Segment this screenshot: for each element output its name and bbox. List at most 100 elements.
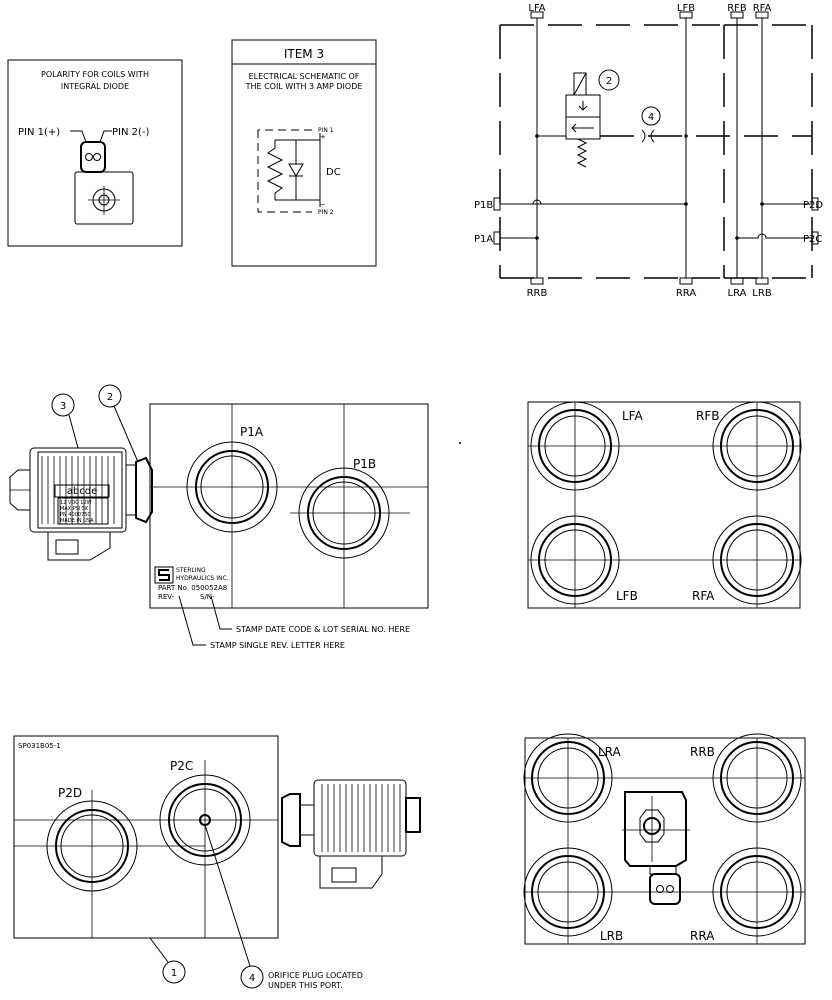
balloon-2-schematic <box>598 69 620 91</box>
balloon-3-front <box>51 393 75 417</box>
label-rrb: RRB <box>690 745 715 759</box>
balloon-4-schematic <box>641 106 661 126</box>
pin1-sign: + <box>320 133 326 141</box>
port-p2c-circle <box>159 774 251 866</box>
orifice-icon <box>641 129 655 143</box>
port-rrb-bottom: RRB <box>527 288 548 299</box>
port-lfb-top: LFB <box>677 3 695 14</box>
port-lra-bottom: LRA <box>728 288 747 299</box>
dc-label: DC <box>326 167 341 178</box>
connector-icon <box>70 130 134 225</box>
label-lfb: LFB <box>616 589 638 603</box>
polarity-title-line2: INTEGRAL DIODE <box>61 82 129 91</box>
top-view: LFA RFB LFB RFA <box>527 401 802 609</box>
drawing-number: SP031B05-1 <box>18 742 61 750</box>
svg-text:MADE IN USA: MADE IN USA <box>60 518 94 524</box>
port-lfb-circle <box>530 515 620 605</box>
item3-desc-line1: ELECTRICAL SCHEMATIC OF <box>249 72 360 81</box>
svg-text:2: 2 <box>107 392 113 403</box>
balloon-2-front <box>98 384 122 408</box>
port-lfa-top: LFA <box>528 3 545 14</box>
port-lrb-bottom: LRB <box>752 288 772 299</box>
top-block-outline <box>527 401 801 609</box>
svg-text:12 VDC 12W: 12 VDC 12W <box>60 500 92 506</box>
rear-view: SP031B05-1 P2D P2C <box>13 735 421 990</box>
bottom-view: LRA RRB LRB RRA <box>523 733 806 945</box>
port-p1b-circle <box>298 467 390 559</box>
pin2-label: PIN 2(-) <box>112 127 150 138</box>
coil-connector-rear-icon <box>319 855 383 889</box>
svg-text:STERLING: STERLING <box>176 567 206 574</box>
solenoid-coil-rear <box>281 779 421 889</box>
polarity-box-border <box>7 59 183 247</box>
label-p1b: P1B <box>353 457 376 471</box>
port-p1b-side: P1B <box>474 200 493 211</box>
item3-schematic: ITEM 3 ELECTRICAL SCHEMATIC OF THE COIL … <box>231 39 377 267</box>
note-stamp-date: STAMP DATE CODE & LOT SERIAL NO. HERE <box>236 625 410 634</box>
svg-text:PN 4000750: PN 4000750 <box>60 512 91 518</box>
svg-text:MAX PSI 5K: MAX PSI 5K <box>60 506 89 512</box>
port-p1a-side: P1A <box>474 234 493 245</box>
svg-text:3: 3 <box>60 401 66 412</box>
hydraulic-schematic: LFA LFB RFB RFA RRB RRA LRA LRB P1B P1A … <box>474 3 823 299</box>
port-lfa-circle <box>530 401 620 491</box>
svg-text:REV-: REV- <box>158 593 175 601</box>
port-p2d-circle <box>46 800 138 892</box>
port-rra-circle <box>712 847 802 937</box>
note-stamp-rev: STAMP SINGLE REV. LETTER HERE <box>210 641 345 650</box>
port-rra-bottom: RRA <box>676 288 696 299</box>
port-p2c-side: P2C <box>803 234 822 245</box>
balloon-4-rear <box>240 965 264 989</box>
svg-text:4: 4 <box>648 112 654 123</box>
connector-plug-icon <box>649 873 681 905</box>
coil-label: abcde <box>67 486 97 497</box>
rear-block-outline <box>13 735 279 939</box>
label-rra: RRA <box>690 929 715 943</box>
manufacturer-stamp: STERLING HYDRAULICS INC. PART No. 050052… <box>154 566 229 601</box>
port-p1a-circle <box>186 441 278 533</box>
port-rfb-circle <box>712 401 802 491</box>
label-p2c: P2C <box>170 759 193 773</box>
front-view: P1A P1B abcde 12 VDC 12W MAX PSI 5K PN 4… <box>9 384 429 650</box>
item3-title: ITEM 3 <box>284 47 324 61</box>
port-lra-circle <box>523 733 613 823</box>
balloon-1-rear <box>162 960 186 984</box>
coil-connector-icon <box>47 531 111 561</box>
bottom-block-outline <box>524 737 806 945</box>
item3-box-border <box>231 39 377 267</box>
valve-cartridge-bottom <box>622 791 690 905</box>
solenoid-valve-symbol <box>565 72 601 168</box>
port-rfb-top: RFB <box>727 3 747 14</box>
pin1-text: PIN 1 <box>318 127 334 134</box>
cartridge-hex-icon <box>135 456 153 524</box>
label-lrb: LRB <box>600 929 623 943</box>
port-rfa-top: RFA <box>753 3 772 14</box>
port-p2d-side: P2D <box>803 200 823 211</box>
sterling-logo-icon <box>158 569 170 581</box>
polarity-title-line1: POLARITY FOR COILS WITH <box>41 70 149 79</box>
resistor-icon <box>266 140 284 200</box>
label-p1a: P1A <box>240 425 264 439</box>
diode-icon <box>288 140 304 200</box>
item3-desc-line2: THE COIL WITH 3 AMP DIODE <box>245 82 363 91</box>
label-rfa: RFA <box>692 589 715 603</box>
svg-text:HYDRAULICS INC.: HYDRAULICS INC. <box>176 575 229 582</box>
pin1-label: PIN 1(+) <box>18 127 60 138</box>
polarity-diagram: POLARITY FOR COILS WITH INTEGRAL DIODE P… <box>7 59 183 247</box>
pin2-sign: − <box>320 201 326 209</box>
port-rrb-circle <box>712 733 802 823</box>
label-lfa: LFA <box>622 409 643 423</box>
label-rfb: RFB <box>696 409 719 423</box>
port-lrb-circle <box>523 847 613 937</box>
svg-text:S/N-: S/N- <box>200 593 215 601</box>
svg-text:1: 1 <box>171 968 177 979</box>
label-lra: LRA <box>598 745 622 759</box>
cartridge-nut-icon <box>639 809 665 843</box>
label-p2d: P2D <box>58 786 82 800</box>
svg-text:2: 2 <box>606 76 612 87</box>
note-orifice-line1: ORIFICE PLUG LOCATED <box>268 971 363 980</box>
front-block-outline <box>149 403 429 609</box>
pin2-text: PIN 2 <box>318 209 334 216</box>
cartridge-hex-rear-icon <box>281 793 301 847</box>
